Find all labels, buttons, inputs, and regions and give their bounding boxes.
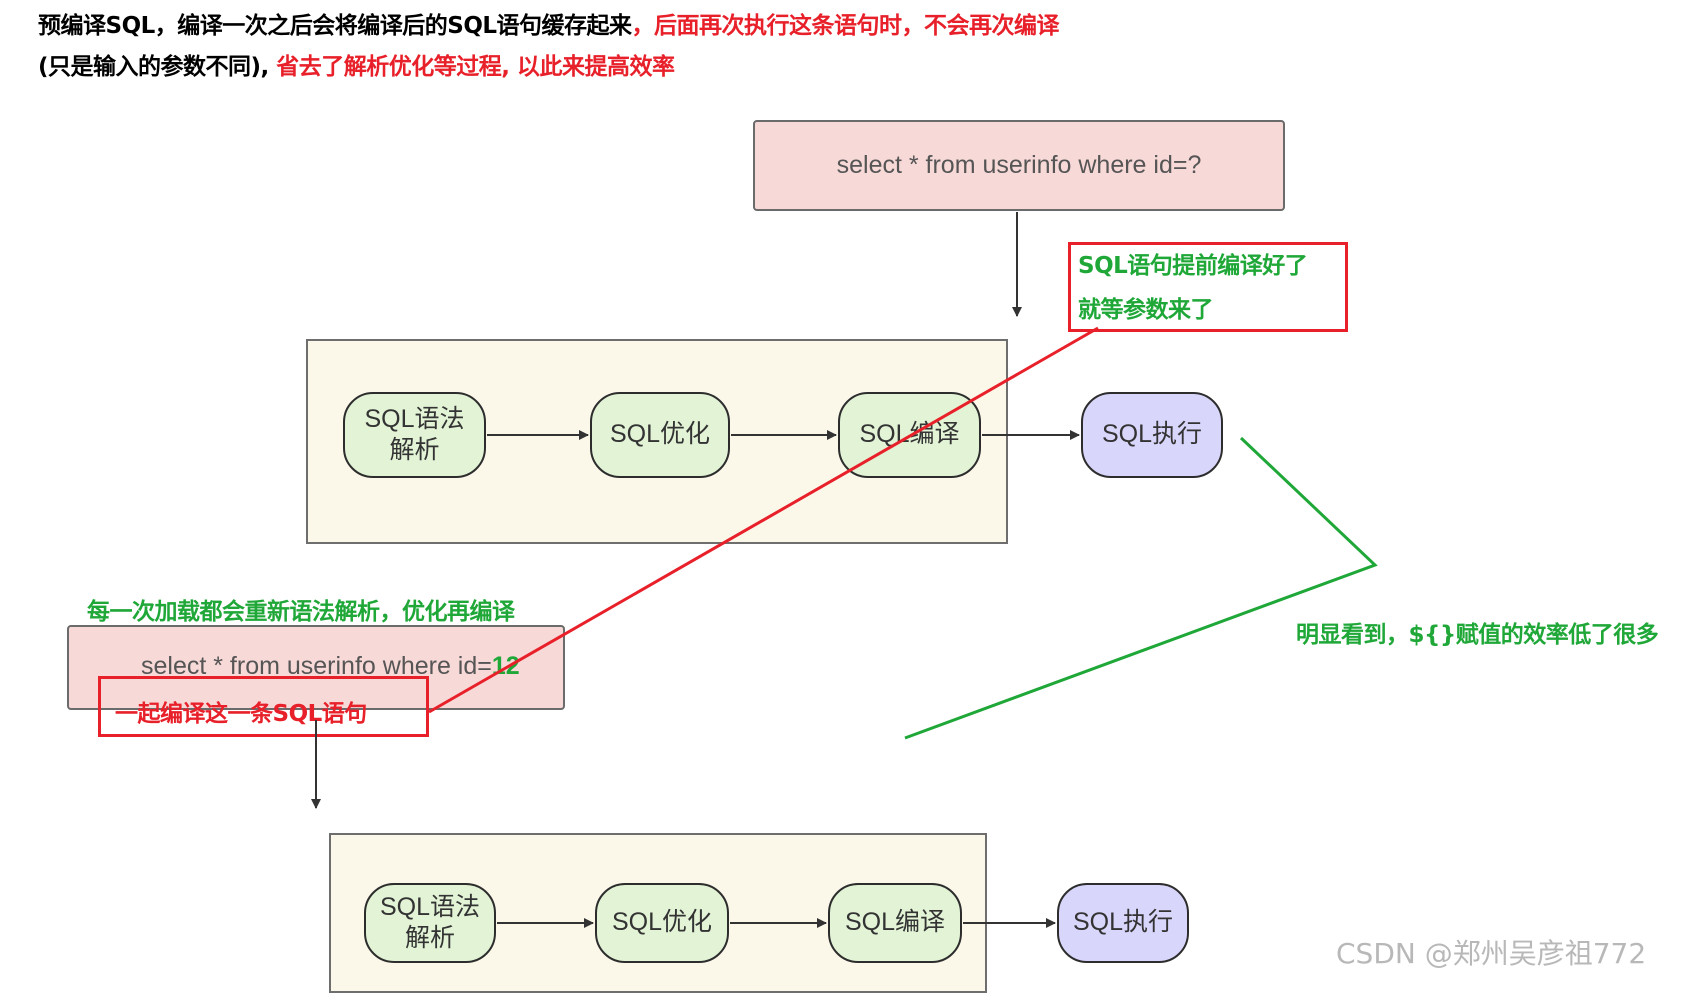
top-query-box: select * from userinfo where id=? <box>753 120 1285 211</box>
top-node-compile-label: SQL编译 <box>859 420 960 449</box>
top-node-compile: SQL编译 <box>838 392 981 478</box>
header-line-2: (只是输入的参数不同), 省去了解析优化等过程, 以此来提高效率 <box>38 47 675 81</box>
top-node-optimize-label: SQL优化 <box>609 420 711 449</box>
comparison-note: 明显看到，${}赋值的效率低了很多 <box>1296 622 1659 648</box>
top-node-syntax-parse-label: SQL语法 解析 <box>364 404 465 464</box>
bottom-node-syntax-parse: SQL语法 解析 <box>364 883 496 963</box>
bottom-node-execute-label: SQL执行 <box>1072 908 1174 937</box>
header-line-1-black: 预编译SQL，编译一次之后会将编译后的SQL语句缓存起来 <box>38 13 632 39</box>
top-annotation-line-2: 就等参数来了 <box>1078 297 1214 323</box>
top-query-text: select * from userinfo where id=? <box>836 151 1202 179</box>
csdn-watermark: CSDN @郑州吴彦祖772 <box>1336 937 1647 970</box>
bottom-node-optimize-label: SQL优化 <box>611 908 713 937</box>
top-annotation-line-1: SQL语句提前编译好了 <box>1078 253 1308 279</box>
top-node-execute-label: SQL执行 <box>1101 420 1203 449</box>
bottom-annotation-box <box>98 676 429 737</box>
top-annotation-box <box>1068 242 1348 332</box>
bottom-node-optimize: SQL优化 <box>595 883 729 963</box>
header-line-2-red: 省去了解析优化等过程, 以此来提高效率 <box>276 54 675 80</box>
top-node-optimize: SQL优化 <box>590 392 730 478</box>
header-line-1-red: ，后面再次执行这条语句时，不会再次编译 <box>631 13 1060 39</box>
bottom-node-syntax-parse-label: SQL语法 解析 <box>379 892 481 952</box>
bottom-query-param: 12 <box>491 652 520 680</box>
header-line-2-black: (只是输入的参数不同), <box>38 54 269 80</box>
bottom-caption: 每一次加载都会重新语法解析，优化再编译 <box>87 599 515 625</box>
bottom-node-compile-label: SQL编译 <box>844 908 946 937</box>
bottom-node-compile: SQL编译 <box>828 883 962 963</box>
header-line-1: 预编译SQL，编译一次之后会将编译后的SQL语句缓存起来，后面再次执行这条语句时… <box>38 6 1060 40</box>
top-node-execute: SQL执行 <box>1081 392 1223 478</box>
bottom-annotation-text: 一起编译这一条SQL语句 <box>115 701 367 727</box>
top-node-syntax-parse: SQL语法 解析 <box>343 392 486 478</box>
bottom-node-execute: SQL执行 <box>1057 883 1189 963</box>
